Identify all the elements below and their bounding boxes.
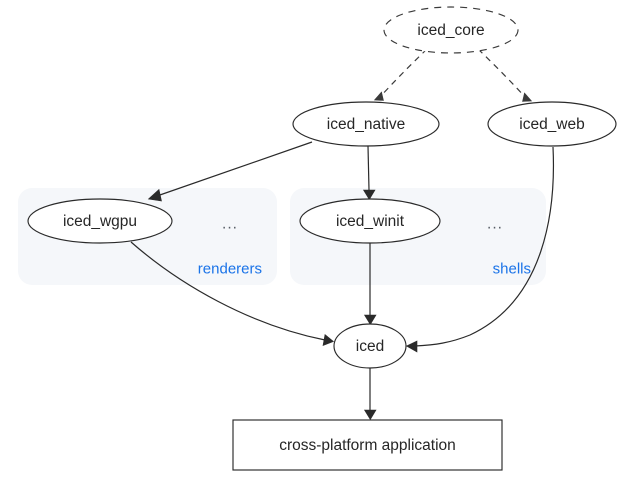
- node-iced_core[interactable]: iced_core: [383, 6, 519, 54]
- edge-core-web-arrowhead: [522, 92, 533, 102]
- node-iced_core-shape[interactable]: [383, 6, 519, 54]
- node-iced_web-shape[interactable]: [487, 101, 617, 147]
- edge-iced_core-to-iced_native: [373, 48, 428, 101]
- node-iced_web[interactable]: iced_web: [487, 101, 617, 147]
- edge-core-web-line: [477, 48, 527, 99]
- edge-native-winit-line: [367, 145, 370, 191]
- edge-core-native-line: [379, 48, 428, 98]
- edge-iced_winit-to-iced: [363, 243, 377, 326]
- edge-iced_core-to-iced_web: [477, 48, 533, 102]
- edge-iced_wgpu-to-iced: [130, 241, 335, 346]
- node-application-label: cross-platform application: [279, 437, 456, 454]
- node-application[interactable]: cross-platform application: [232, 419, 503, 471]
- node-application-shape[interactable]: [232, 419, 503, 471]
- edge-iced-application-arrowhead: [363, 409, 377, 421]
- edge-native-wgpu-line: [156, 141, 313, 197]
- shells-more-ellipsis: ...: [487, 216, 503, 233]
- node-iced_wgpu-label: iced_wgpu: [63, 213, 137, 230]
- edge-native-winit-arrowhead: [362, 189, 376, 201]
- node-iced_winit[interactable]: iced_winit: [299, 198, 441, 244]
- node-iced_winit-label: iced_winit: [336, 213, 405, 230]
- edge-core-native-arrowhead: [373, 91, 384, 101]
- node-iced_core-label: iced_core: [417, 22, 484, 39]
- node-iced_native[interactable]: iced_native: [292, 101, 440, 147]
- edge-native-wgpu-arrowhead: [147, 188, 162, 202]
- edge-iced_native-to-iced_winit: [362, 145, 376, 201]
- node-iced_native-label: iced_native: [327, 116, 405, 133]
- edge-winit-iced-arrowhead: [363, 314, 377, 326]
- cluster-shells-label: shells: [493, 261, 531, 278]
- node-iced_winit-shape[interactable]: [299, 198, 441, 244]
- edge-wgpu-iced-arrowhead: [322, 333, 335, 346]
- edge-web-iced-arrowhead: [405, 340, 418, 353]
- node-iced_native-shape[interactable]: [292, 101, 440, 147]
- edge-iced_native-to-iced_wgpu: [147, 141, 313, 202]
- node-iced_web-label: iced_web: [519, 116, 585, 133]
- edge-iced_web-to-iced: [405, 146, 554, 353]
- node-iced-shape[interactable]: [333, 323, 407, 369]
- edge-iced-to-application: [363, 368, 377, 421]
- node-iced-label: iced: [356, 338, 384, 355]
- edge-wgpu-iced-line: [130, 241, 326, 341]
- node-iced[interactable]: iced: [333, 323, 407, 369]
- node-iced_wgpu-shape[interactable]: [27, 198, 173, 244]
- node-iced_wgpu[interactable]: iced_wgpu: [27, 198, 173, 244]
- cluster-renderers-label: renderers: [198, 261, 262, 278]
- renderers-more-ellipsis: ...: [222, 216, 238, 233]
- edge-web-iced-line: [414, 146, 554, 347]
